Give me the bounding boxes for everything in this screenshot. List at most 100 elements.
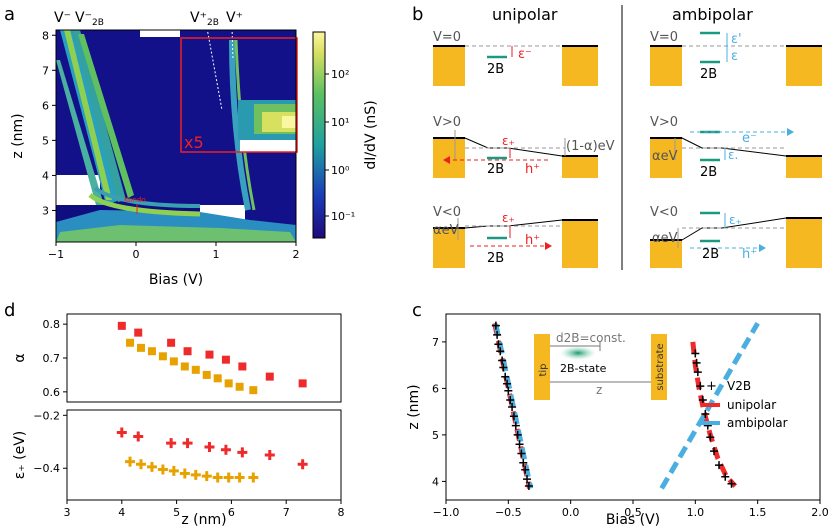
x-axis-label: z (nm) [181,512,226,528]
x-tick-label: −1.0 [433,506,460,519]
ambipolar-v0: V=0 ε' ε 2B [650,30,822,86]
ambipolar-title: ambipolar [672,5,753,24]
y-tick-label: 6 [432,382,439,395]
x-tick-label: −1 [48,248,64,261]
label-vplus: V⁺ [226,10,243,26]
svg-text:V>0: V>0 [433,115,461,130]
label-vminus: V⁻ [54,10,71,26]
svg-text:ε₊: ε₊ [729,213,742,227]
scatter-point [147,347,156,356]
scatter-point [179,468,190,479]
svg-text:2B: 2B [700,67,717,82]
scatter-point [224,379,233,388]
colorbar-tick: 10² [331,68,349,81]
y-tick-label: 5 [432,429,439,442]
scatter-point [249,386,258,395]
scatter-point [202,370,211,379]
svg-text:h⁺: h⁺ [742,247,757,262]
ambipolar-vneg: V<0 ε₊ αeV 2B h⁺ [650,205,822,268]
ambipolar-vpos: V>0 ε. αeV 2B e⁻ [650,115,822,180]
v2b-point [523,475,532,484]
x-tick-label: 6 [228,506,235,519]
svg-text:V<0: V<0 [433,205,461,220]
y-tick-label: 5 [42,134,49,147]
unipolar-vpos: V>0 ε₊ (1-α)eV 2B h⁺ [433,115,615,178]
epsilon-marks [116,427,308,483]
scatter-point [183,347,192,356]
v2b-point [498,356,507,365]
epsilon-plot-frame [66,409,342,501]
x-tick-label: 7 [283,506,290,519]
svg-text:z: z [596,383,602,397]
x-tick-label: −0.5 [495,506,522,519]
legend: + V2B unipolar ambipolar [701,379,788,430]
scatter-point [265,372,274,381]
y-axis-label: ε₊ (eV) [12,431,28,480]
scatter-point [133,431,144,442]
scatter-point [135,459,146,470]
heatmap-image [56,27,298,242]
panel-label-c: c [412,300,422,321]
svg-text:2B-state: 2B-state [560,362,607,375]
x5-label: x5 [184,133,204,152]
scatter-point [134,328,143,337]
scatter-point [221,355,230,364]
kondo-label: Kondo [124,196,146,204]
v2b-point [503,379,512,388]
y-tick-label: 4 [42,169,49,182]
scatter-point [238,362,247,371]
x-tick-label: 1 [213,248,220,261]
svg-text:αeV: αeV [433,223,459,238]
label-2b: 2B [487,62,504,77]
scatter-point [136,343,145,352]
x-tick-label: 5 [173,506,180,519]
svg-text:tip: tip [538,363,549,376]
label-v2bplus: V⁺2B [190,10,219,28]
svg-text:V=0: V=0 [650,30,678,45]
scatter-point [168,465,179,476]
y-tick-label: 0.7 [43,352,61,365]
colorbar-tick: 10¹ [331,116,349,129]
v2b-point [506,396,515,405]
v2b-point [509,412,518,421]
svg-text:ε₊: ε₊ [502,134,515,148]
svg-text:ε: ε [731,49,738,64]
svg-text:ε.: ε. [728,148,738,162]
v2b-point [701,409,710,418]
v2b-point [721,472,730,481]
scatter-point [205,350,214,359]
scatter-point [166,438,177,449]
svg-text:αeV: αeV [652,231,678,246]
x-tick-label: 8 [338,506,345,519]
v2b-point [698,396,707,405]
scatter-point [220,444,231,455]
svg-text:substrate: substrate [655,343,666,390]
label-eps: ε⁻ [518,47,532,62]
svg-text:e⁻: e⁻ [742,131,757,146]
scatter-point [234,472,245,483]
v2b-point [499,363,508,372]
panel-b: unipolar ambipolar V=0 ε⁻ 2B [433,5,822,270]
y-tick-label: 6 [42,99,49,112]
svg-text:d2B=const.: d2B=const. [556,331,626,345]
x-tick-label: 1.0 [687,506,705,519]
x-tick-label: 2.0 [811,506,829,519]
scatter-point [237,447,248,458]
v2b-point [504,386,513,395]
x5-box [180,37,298,153]
panel-label-a: a [4,4,15,25]
v2b-point [496,347,505,356]
scatter-point [204,442,215,453]
heatmap-frame [55,29,297,243]
legend-unipolar: unipolar [727,398,776,412]
scatter-point [213,374,222,383]
v2b-point [691,349,700,358]
svg-text:2B: 2B [487,251,504,266]
scatter-point [169,357,178,366]
alpha-marks [117,321,307,395]
y-tick-label: 0.6 [43,386,61,399]
x-tick-label: 0.5 [624,506,642,519]
